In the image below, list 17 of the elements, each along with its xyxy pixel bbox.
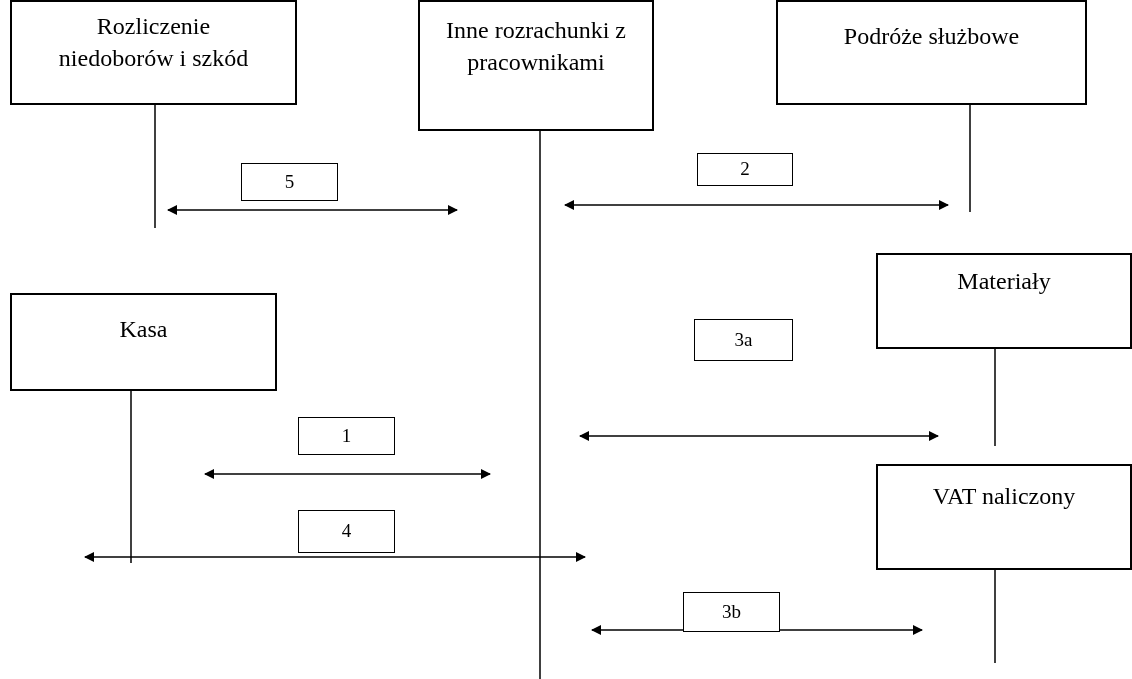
- entry-number: 4: [298, 510, 395, 553]
- double-arrow: [84, 552, 586, 562]
- double-arrow: [564, 200, 949, 210]
- entry-number: 5: [241, 163, 338, 201]
- account-name: Podróże służbowe: [842, 22, 1021, 51]
- account-name: Materiały: [956, 267, 1052, 296]
- account-name: Rozliczenie niedoborów i szkód: [57, 12, 250, 73]
- entry-number: 3a: [694, 319, 793, 361]
- double-arrow: [579, 431, 939, 441]
- account-name: VAT naliczony: [931, 482, 1077, 511]
- account-name: Inne rozrachunki z pracownikami: [445, 16, 627, 77]
- entry-number: 2: [697, 153, 793, 186]
- double-arrow: [167, 205, 458, 215]
- double-arrow: [204, 469, 491, 479]
- entry-number: 1: [298, 417, 395, 455]
- entry-number: 3b: [683, 592, 780, 632]
- account-name: Kasa: [118, 315, 169, 344]
